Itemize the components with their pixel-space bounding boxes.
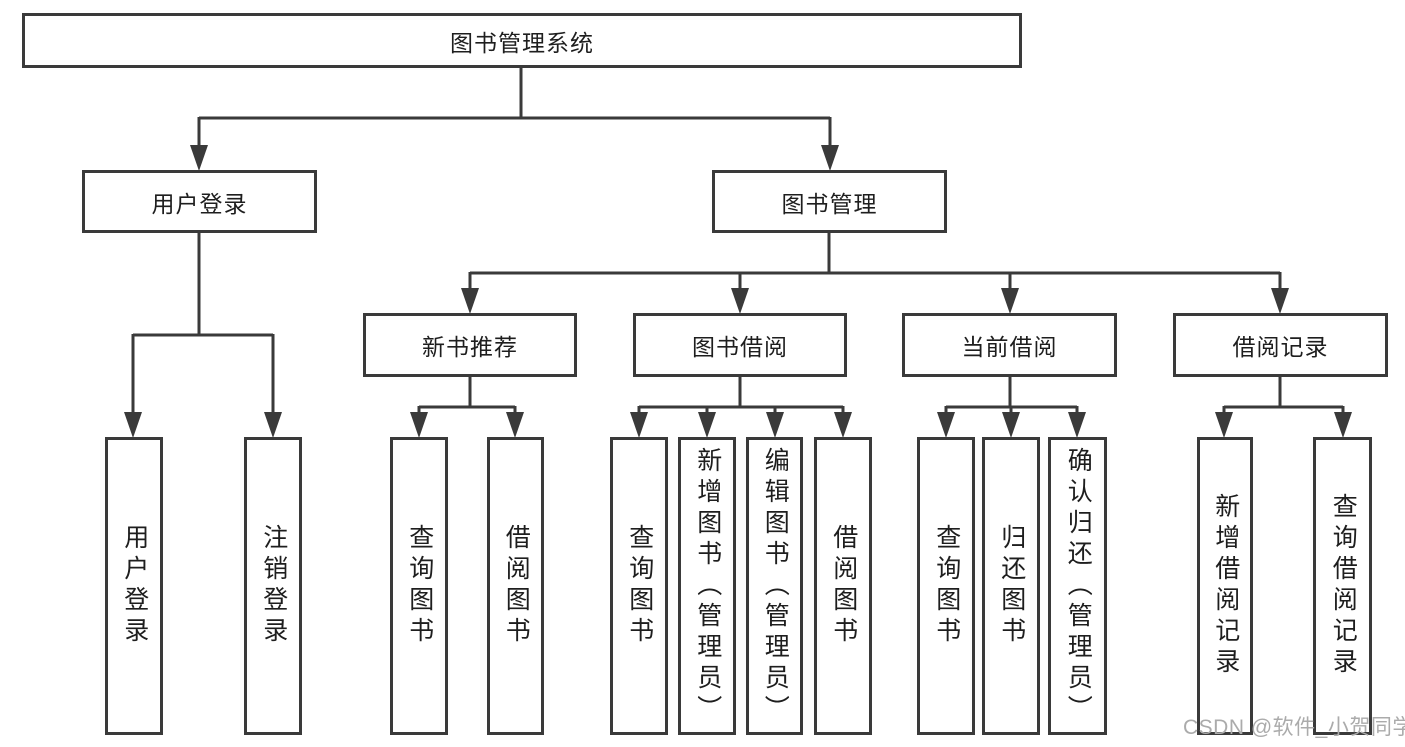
node-label: 新书推荐 [422, 334, 518, 360]
leaf-label: 用户登录 [120, 524, 149, 648]
leaf-return-books: 归还图书 [982, 437, 1040, 735]
leaf-borrow-books-newrec: 借阅图书 [487, 437, 544, 735]
node-label: 图书管理 [781, 190, 878, 217]
leaf-confirm-return-admin: 确认归还（管理员） [1048, 437, 1107, 735]
node-label: 借阅记录 [1232, 334, 1329, 360]
node-borrowing-records: 借阅记录 [1173, 313, 1388, 377]
leaf-label: 确认归还（管理员） [1064, 446, 1093, 726]
leaf-user-login: 用户登录 [105, 437, 163, 735]
leaf-query-borrow-record: 查询借阅记录 [1313, 437, 1372, 735]
node-label: 当前借阅 [961, 334, 1058, 360]
leaf-label: 新增图书（管理员） [693, 446, 722, 726]
leaf-edit-books-admin: 编辑图书（管理员） [746, 437, 803, 735]
leaf-query-books-current: 查询图书 [917, 437, 975, 735]
node-user-login: 用户登录 [82, 170, 317, 233]
leaf-logout: 注销登录 [244, 437, 302, 735]
node-new-book-recommendation: 新书推荐 [363, 313, 577, 377]
node-label: 图书管理系统 [450, 29, 594, 56]
node-book-management: 图书管理 [712, 170, 947, 233]
leaf-label: 查询图书 [625, 524, 654, 648]
leaf-query-books-borrow: 查询图书 [610, 437, 668, 735]
node-label: 图书借阅 [692, 334, 788, 360]
node-label: 用户登录 [151, 190, 248, 217]
csdn-watermark: CSDN @软件_小贺同学 [1183, 716, 1405, 739]
leaf-label: 借阅图书 [502, 524, 531, 648]
node-book-borrowing: 图书借阅 [633, 313, 847, 377]
leaf-label: 借阅图书 [829, 524, 858, 648]
leaf-label: 新增借阅记录 [1211, 493, 1240, 679]
leaf-add-borrow-record: 新增借阅记录 [1197, 437, 1253, 735]
leaf-label: 查询图书 [405, 524, 434, 648]
leaf-label: 查询图书 [932, 524, 961, 648]
leaf-add-books-admin: 新增图书（管理员） [678, 437, 736, 735]
leaf-query-books-newrec: 查询图书 [390, 437, 448, 735]
leaf-label: 查询借阅记录 [1329, 493, 1358, 679]
leaf-borrow-books: 借阅图书 [814, 437, 872, 735]
leaf-label: 编辑图书（管理员） [761, 446, 790, 726]
node-library-management-system: 图书管理系统 [22, 13, 1022, 68]
node-current-borrowing: 当前借阅 [902, 313, 1117, 377]
leaf-label: 注销登录 [259, 524, 288, 648]
leaf-label: 归还图书 [997, 524, 1026, 648]
